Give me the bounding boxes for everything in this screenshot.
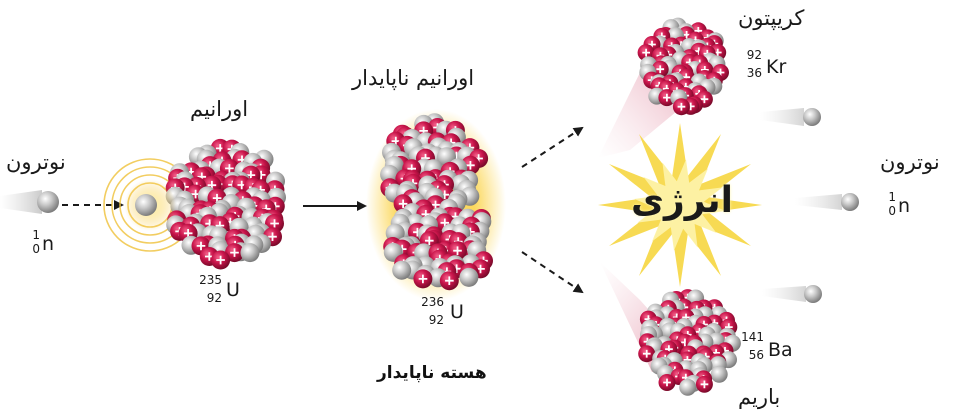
uranium-236-nucleus	[380, 113, 493, 291]
plus-sign	[677, 102, 686, 111]
plus-sign	[183, 229, 193, 238]
mass-number: 1	[888, 190, 896, 204]
label-barium: باریم	[738, 385, 781, 409]
plus-sign	[431, 200, 440, 210]
mass-number: 235	[199, 273, 222, 287]
plus-sign	[398, 199, 408, 209]
incoming-neutron-trail	[0, 190, 42, 214]
energy-burst	[598, 123, 762, 287]
atomic-number: 56	[748, 348, 764, 362]
plus-sign	[700, 380, 709, 389]
plus-sign	[663, 378, 671, 387]
plus-sign	[445, 276, 454, 285]
plus-sign	[425, 236, 434, 245]
atomic-number: 36	[746, 66, 762, 80]
plus-sign	[270, 219, 279, 228]
neutron-particle	[459, 267, 479, 287]
label-unstable-uranium: اورانیم ناپایدار	[352, 66, 475, 90]
arrow-to-barium	[521, 251, 584, 294]
plus-sign	[700, 95, 709, 104]
released-neutron-trail-1	[760, 108, 804, 126]
atomic-number: 0	[888, 204, 896, 218]
neutron-particle	[392, 260, 412, 280]
atomic-number: 92	[428, 313, 444, 327]
element-symbol: n	[898, 195, 911, 217]
neutron-particle	[380, 165, 400, 184]
energy-label: انرژی	[631, 180, 733, 221]
atomic-number: 92	[206, 291, 222, 305]
element-symbol: Ba	[768, 339, 793, 361]
uranium-235-nucleus	[165, 138, 286, 270]
label-krypton: کریپتون	[738, 6, 805, 30]
label-neutron-released: نوترون	[880, 150, 940, 174]
released-neutron-3	[804, 285, 822, 303]
plus-sign	[418, 274, 428, 284]
released-neutron-1	[803, 108, 821, 126]
barium-nucleus	[638, 289, 741, 396]
plus-sign	[225, 164, 234, 173]
label-uranium: اورانیم	[190, 97, 249, 121]
neutron-particle	[240, 243, 260, 263]
plus-sign	[246, 170, 256, 180]
atomic-number: 0	[32, 242, 40, 256]
mass-number: 141	[741, 330, 764, 344]
krypton-nucleus	[637, 17, 729, 116]
element-symbol: Kr	[766, 56, 787, 78]
plus-sign	[642, 349, 651, 358]
caption-unstable-nucleus: هسته ناپایدار	[377, 363, 487, 383]
incoming-neutron	[37, 191, 59, 213]
mass-number: 236	[421, 295, 444, 309]
released-neutron-trail-2	[795, 194, 842, 210]
plus-sign	[453, 246, 462, 255]
mass-number: 1	[32, 228, 40, 242]
plus-sign	[268, 232, 277, 241]
label-neutron-incoming: نوترون	[6, 150, 66, 174]
absorbed-neutron	[135, 194, 157, 216]
plus-sign	[230, 248, 239, 257]
element-symbol: U	[450, 301, 464, 323]
neutron-particle	[679, 378, 697, 396]
plus-sign	[663, 93, 671, 102]
element-symbol: U	[226, 279, 240, 301]
neutron-particle	[710, 365, 728, 383]
mass-number: 92	[746, 48, 762, 62]
released-neutron-trail-3	[762, 286, 806, 302]
element-symbol: n	[42, 233, 55, 255]
arrow-to-krypton	[521, 126, 584, 168]
plus-sign	[656, 65, 665, 74]
plus-sign	[216, 255, 225, 265]
plus-sign	[642, 48, 650, 57]
plus-sign	[466, 161, 475, 170]
plus-sign	[196, 241, 206, 251]
released-neutron-2	[841, 193, 859, 211]
